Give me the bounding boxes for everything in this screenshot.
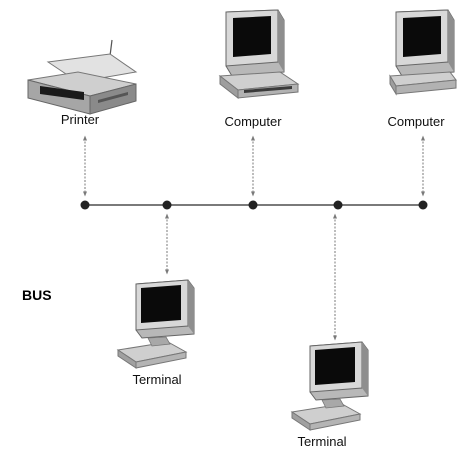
- terminal-2-label: Terminal: [297, 434, 346, 449]
- printer-icon: [27, 39, 138, 115]
- computer-1-label: Computer: [224, 114, 282, 129]
- terminal-icon: [116, 279, 195, 369]
- computer-icon: [218, 9, 300, 100]
- computer-2-label: Computer: [387, 114, 445, 129]
- topology-label: BUS: [22, 287, 52, 303]
- printer-label: Printer: [61, 112, 100, 127]
- bus-node-computer-1: [248, 200, 258, 210]
- computer-icon: [389, 9, 457, 96]
- terminal-1-label: Terminal: [132, 372, 181, 387]
- terminal-icon: [290, 341, 369, 431]
- bus-node-printer: [80, 200, 90, 210]
- bus-node-terminal-1: [162, 200, 172, 210]
- bus-node-computer-2: [418, 200, 428, 210]
- bus-node-terminal-2: [333, 200, 343, 210]
